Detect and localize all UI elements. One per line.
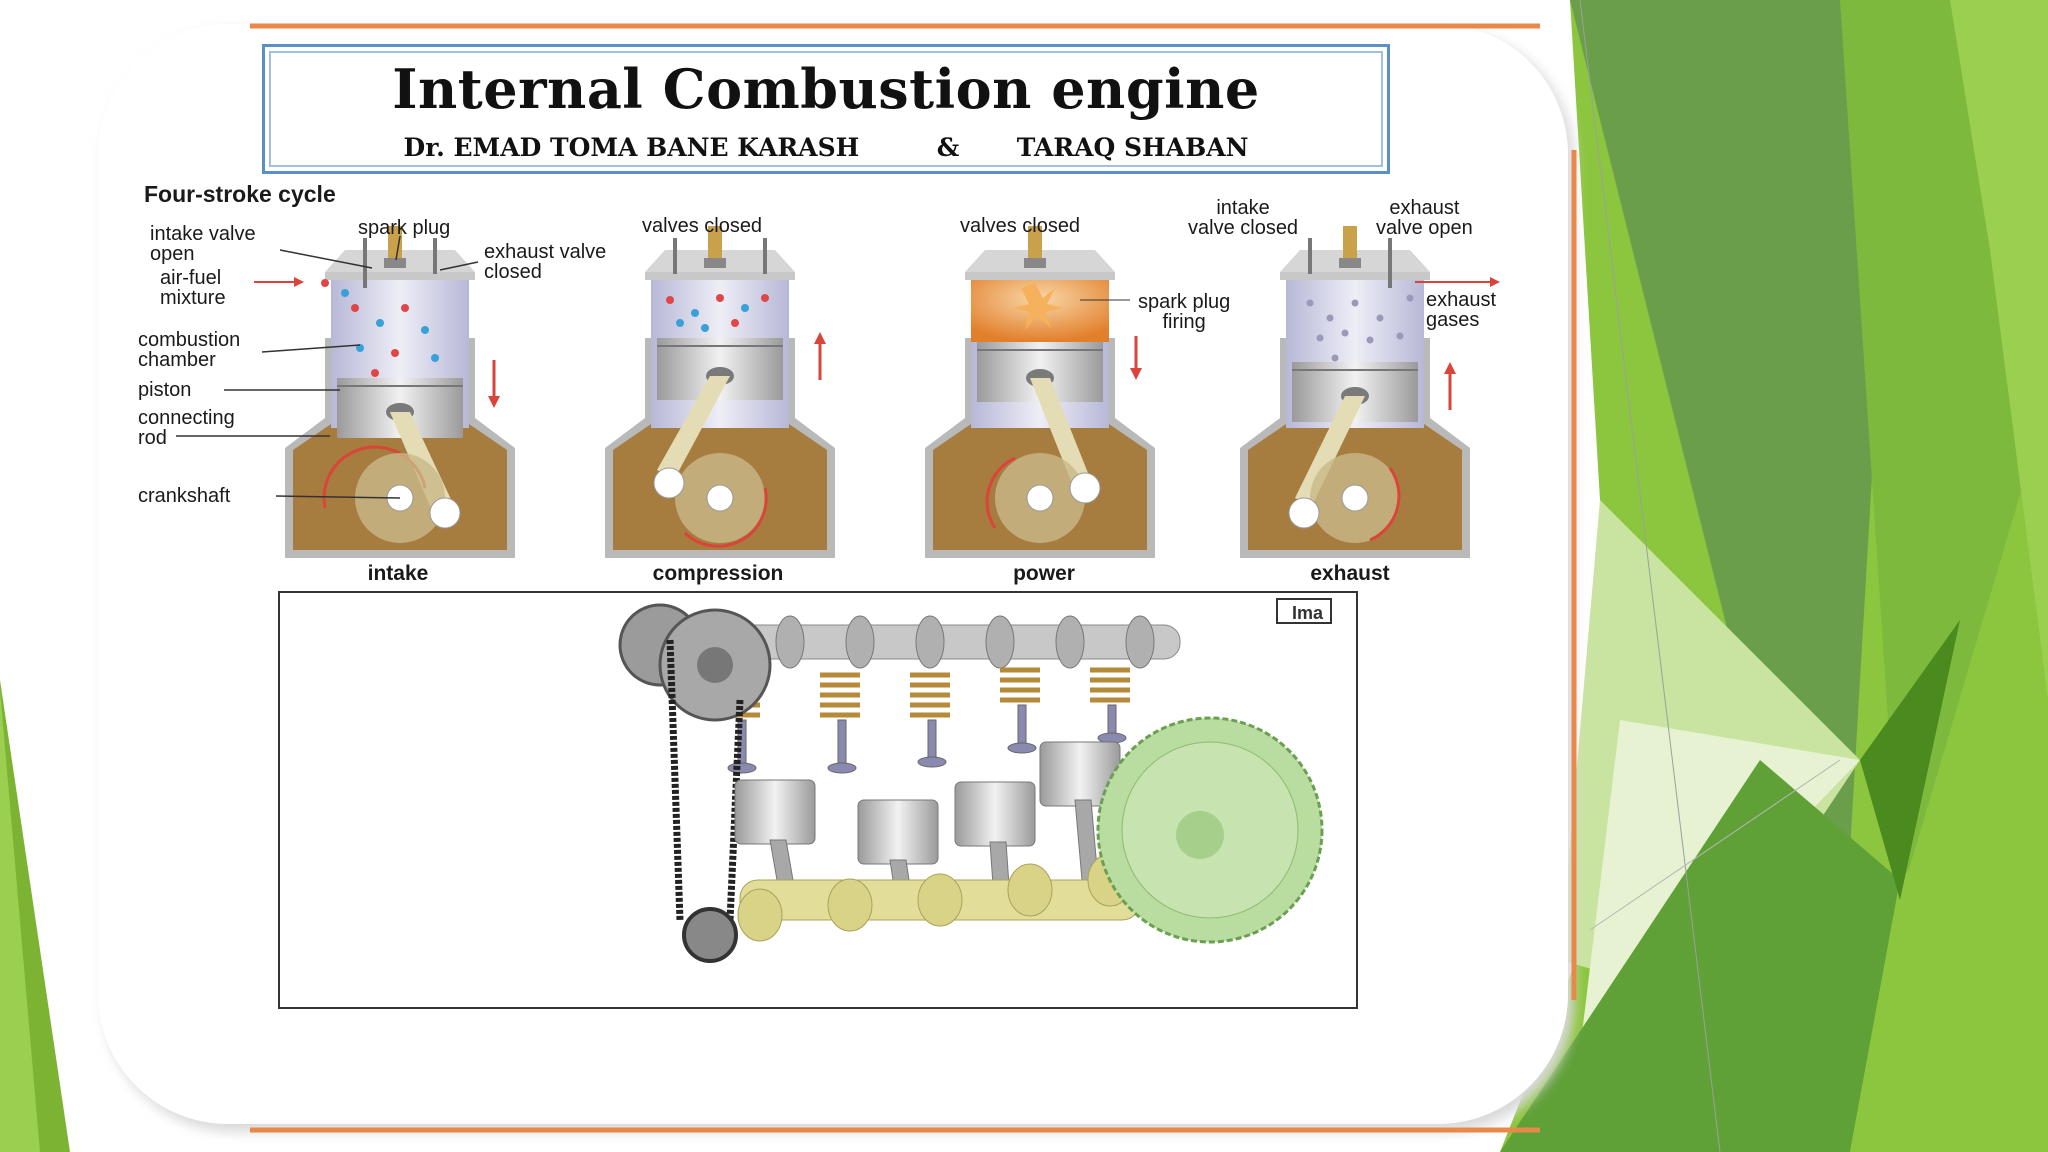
label-combustion-chamber: combustion chamber bbox=[138, 329, 241, 371]
stroke-label-exhaust: exhaust bbox=[1310, 562, 1390, 585]
label-connecting-rod: connecting rod bbox=[138, 407, 235, 449]
diagram-heading: Four-stroke cycle bbox=[144, 181, 336, 207]
label-valves-closed-compression: valves closed bbox=[642, 215, 763, 237]
label-exhaust-valve-open: exhaust valve open bbox=[1376, 197, 1473, 239]
label-air-fuel-mixture: air-fuel mixture bbox=[160, 267, 226, 309]
label-exhaust-gases: exhaust gases bbox=[1426, 289, 1497, 331]
label-intake-valve-open: intake valve open bbox=[150, 223, 256, 265]
label-crankshaft: crankshaft bbox=[138, 485, 231, 507]
slide-title: Internal Combustion engine bbox=[392, 57, 1260, 121]
stroke-label-intake: intake bbox=[367, 562, 429, 585]
label-spark-plug: spark plug bbox=[358, 217, 451, 239]
exhaust-stroke bbox=[1240, 226, 1470, 558]
stroke-label-compression: compression bbox=[652, 562, 784, 585]
label-spark-plug-firing: spark plug firing bbox=[1138, 291, 1231, 333]
stroke-label-power: power bbox=[1013, 562, 1075, 585]
image-badge: Ima bbox=[1276, 598, 1332, 624]
engine-illustration bbox=[278, 591, 1358, 1009]
intake-stroke bbox=[285, 226, 515, 558]
author-separator: & bbox=[936, 133, 960, 162]
author-1: Dr. EMAD TOMA BANE KARASH bbox=[403, 133, 860, 162]
label-intake-valve-closed: intake valve closed bbox=[1188, 197, 1299, 239]
label-valves-closed-power: valves closed bbox=[960, 215, 1081, 237]
label-piston: piston bbox=[138, 379, 192, 401]
compression-stroke bbox=[605, 226, 835, 558]
title-box: Internal Combustion engine Dr. EMAD TOMA… bbox=[262, 44, 1390, 174]
label-exhaust-valve-closed: exhaust valve closed bbox=[484, 241, 607, 283]
author-2: TARAQ SHABAN bbox=[1016, 133, 1249, 162]
power-stroke bbox=[925, 226, 1155, 558]
author-line: Dr. EMAD TOMA BANE KARASH & TARAQ SHABAN bbox=[265, 133, 1387, 162]
